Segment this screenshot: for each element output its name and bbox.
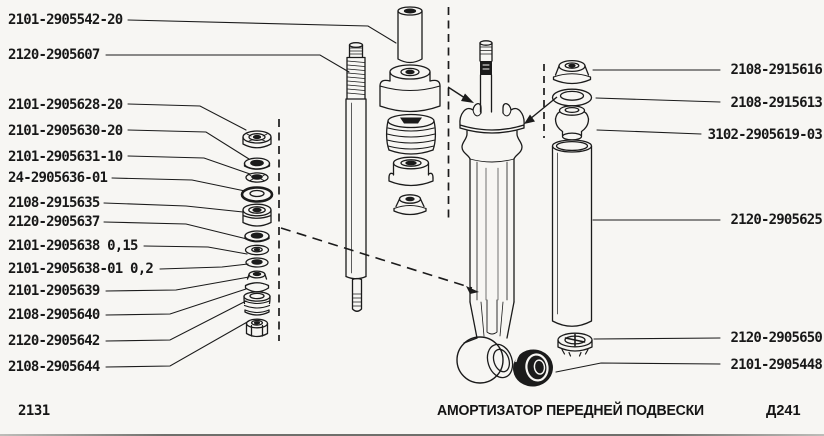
assembly-dashed-lines bbox=[278, 7, 558, 341]
part-number-label: 24-2905636-01 bbox=[8, 170, 108, 186]
arrowhead bbox=[524, 114, 535, 124]
figure-code: Д241 bbox=[766, 403, 801, 419]
reservoir-tube-drawing bbox=[551, 139, 593, 327]
figure-caption: АМОРТИЗАТОР ПЕРЕДНЕЙ ПОДВЕСКИ bbox=[437, 403, 704, 419]
part-number-label: 2108-2905644 bbox=[8, 359, 100, 375]
part-number-label: 2101-2905542-20 bbox=[8, 12, 123, 28]
washer-stack-drawing bbox=[240, 130, 274, 338]
part-number-label: 2101-2905638 0,15 bbox=[8, 238, 139, 254]
upper-mount-parts-drawing bbox=[379, 6, 441, 216]
bottom-rule bbox=[0, 434, 824, 436]
part-number-label: 3102-2905619-03 bbox=[707, 127, 823, 143]
part-number-label: 2108-2915635 bbox=[8, 195, 100, 211]
leader-lines bbox=[103, 19, 721, 373]
shock-absorber-drawing bbox=[456, 40, 525, 384]
part-number-label: 2120-2905607 bbox=[8, 47, 100, 63]
part-number-label: 2101-2905628-20 bbox=[8, 97, 123, 113]
arrowhead bbox=[461, 93, 474, 103]
part-number-label: 2101-2905630-20 bbox=[8, 123, 123, 139]
part-number-label: 2120-2905642 bbox=[8, 333, 100, 349]
cap-nut-drawing bbox=[557, 332, 593, 357]
part-number-label: 2120-2905637 bbox=[8, 214, 100, 230]
part-number-label: 2101-2905639 bbox=[8, 283, 100, 299]
part-number-label: 2101-2905631-10 bbox=[8, 149, 123, 165]
part-number-label: 2108-2915613 bbox=[730, 95, 822, 111]
part-number-label: 2120-2905650 bbox=[730, 330, 822, 346]
rod-drawing bbox=[345, 42, 367, 312]
part-number-label: 2101-2905638-01 0,2 bbox=[8, 261, 154, 277]
part-number-label: 2120-2905625 bbox=[730, 212, 822, 228]
right-parts-drawing bbox=[551, 59, 593, 327]
model-code: 2131 bbox=[18, 403, 50, 419]
arrowhead bbox=[466, 286, 479, 294]
eye-bushing-drawing bbox=[513, 349, 553, 387]
part-number-label: 2108-2915616 bbox=[730, 62, 822, 78]
part-number-label: 2108-2905640 bbox=[8, 307, 100, 323]
part-number-label: 2101-2905448 bbox=[730, 357, 822, 373]
